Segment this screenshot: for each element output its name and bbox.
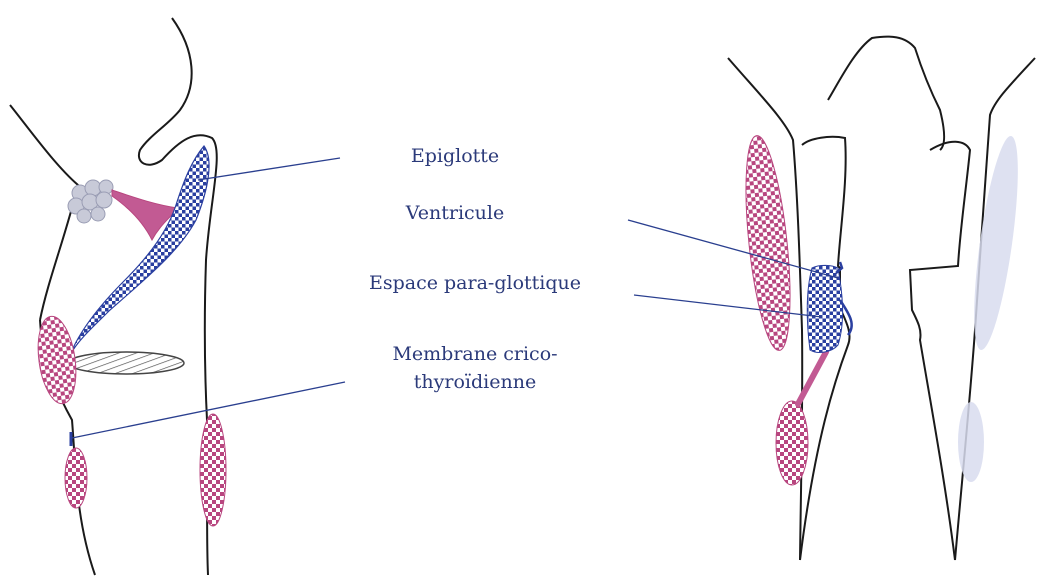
thyroid-cartilage-coronal bbox=[738, 134, 798, 353]
label-paraglottic: Espace para-glottique bbox=[345, 270, 605, 296]
label-ventricle: Ventricule bbox=[395, 200, 515, 226]
leader-ventricle bbox=[628, 220, 838, 278]
leader-paraglottic bbox=[634, 295, 822, 317]
epiglottis-coronal bbox=[828, 37, 944, 150]
ghost-cricoid-right bbox=[958, 402, 984, 482]
cricoid-coronal bbox=[776, 401, 808, 485]
label-membrane-line1: Membrane crico- bbox=[365, 341, 585, 367]
tongue-base-outline bbox=[10, 105, 78, 320]
cricoid-posterior bbox=[200, 414, 226, 526]
label-epiglottis: Epiglotte bbox=[395, 143, 515, 169]
pre-epiglottic-fat bbox=[68, 180, 113, 223]
vocal-cord bbox=[68, 352, 184, 374]
ghost-thyroid-right bbox=[965, 134, 1027, 352]
cricoid-anterior bbox=[65, 448, 87, 508]
leader-epiglottis bbox=[198, 158, 340, 180]
epiglottis-cartilage bbox=[70, 146, 209, 355]
label-membrane-line2: thyroïdienne bbox=[365, 369, 585, 395]
